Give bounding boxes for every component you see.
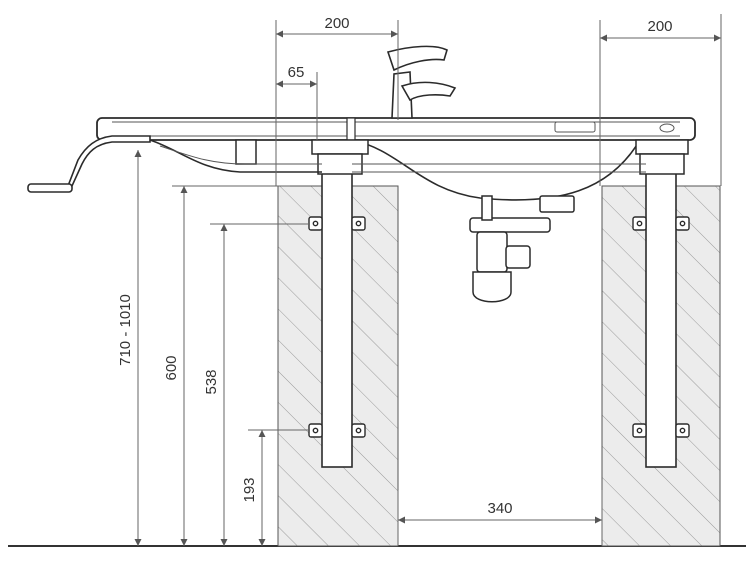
- right-rail: [645, 161, 677, 468]
- dim-label-height-193: 193: [241, 477, 258, 502]
- left-rail: [321, 161, 353, 468]
- support-brackets: [235, 139, 689, 175]
- dim-label-height-600: 600: [163, 355, 180, 380]
- waste-trap: [469, 195, 575, 303]
- countertop: [96, 117, 696, 141]
- dim-label-height-538: 538: [203, 369, 220, 394]
- crank-handle: [27, 135, 151, 193]
- basin-bowl: [351, 139, 641, 201]
- dim-label-height-range: 710 - 1010: [117, 294, 134, 366]
- dim-label-top-left: 200: [324, 15, 349, 32]
- dim-label-wall-gap: 340: [487, 500, 512, 517]
- dim-label-bracket-offset: 65: [288, 64, 305, 81]
- lifting-arm: [149, 139, 322, 173]
- fixing-screws: [308, 216, 690, 438]
- faucet: [386, 45, 457, 119]
- dim-label-top-right: 200: [647, 18, 672, 35]
